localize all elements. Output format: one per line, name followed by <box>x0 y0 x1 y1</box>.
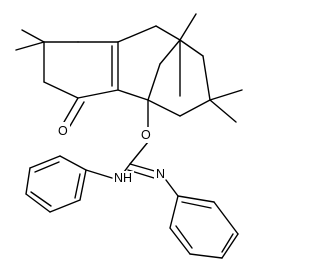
bond <box>189 253 223 259</box>
bond <box>117 89 149 101</box>
ether-linkage: O <box>129 99 154 165</box>
bond <box>25 193 51 213</box>
bond <box>43 81 79 99</box>
bond <box>129 163 159 173</box>
bond <box>202 55 211 101</box>
carbonyl-oxygen-label: O <box>58 124 68 138</box>
phenyl-ring-right <box>169 195 239 259</box>
bond <box>79 169 87 201</box>
bond <box>221 233 234 253</box>
bond <box>77 89 119 99</box>
carbonyl-bond <box>69 101 85 127</box>
bond <box>175 225 193 249</box>
bond <box>147 99 181 117</box>
molecule-structure: O O NH N <box>15 13 243 259</box>
bond <box>49 199 81 213</box>
bond <box>34 161 60 173</box>
methyl-bond <box>209 99 237 123</box>
bond <box>147 63 161 101</box>
methyl-bond <box>21 29 45 43</box>
structure-canvas: O O NH N <box>15 13 243 259</box>
carbonyl-group: O <box>56 97 85 138</box>
cyclohexenone-ring <box>43 41 119 99</box>
bond <box>179 99 211 117</box>
carbonyl-bond <box>63 97 79 123</box>
bond <box>117 25 157 43</box>
methyl-bond <box>209 89 243 101</box>
bond <box>129 141 149 165</box>
bond <box>155 25 181 41</box>
bond <box>221 233 239 259</box>
bond <box>177 195 215 203</box>
amine-nh-label: NH <box>114 171 132 185</box>
bond <box>74 173 81 199</box>
bridgehead-methyl-bond <box>179 13 197 41</box>
methyl-bond <box>15 41 45 51</box>
bicyclic-bridge <box>117 25 211 117</box>
amidine-group: NH N <box>112 163 168 187</box>
bond <box>169 227 191 255</box>
bond <box>213 201 239 235</box>
bond <box>181 201 212 209</box>
bond <box>169 195 179 229</box>
imine-n-label: N <box>156 167 165 181</box>
bond <box>165 179 179 197</box>
bond <box>159 39 181 65</box>
phenyl-ring-left <box>25 155 87 213</box>
bond <box>59 155 87 171</box>
bond <box>85 169 113 179</box>
gem-dimethyl-left <box>15 29 45 51</box>
bond <box>179 39 204 57</box>
bond <box>30 191 52 207</box>
gem-dimethyl-right <box>209 89 243 123</box>
ether-oxygen-label: O <box>141 128 151 142</box>
bond <box>29 155 61 169</box>
bond <box>25 167 31 195</box>
